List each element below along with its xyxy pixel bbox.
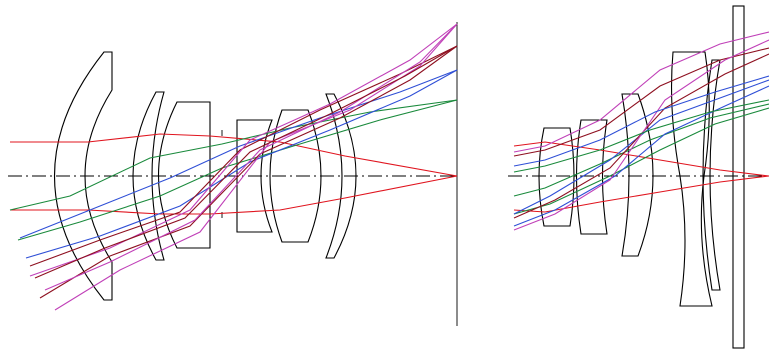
left-lens-element-4 <box>236 119 273 233</box>
left-ray-5 <box>19 69 458 239</box>
right-ray-bundle <box>513 31 769 231</box>
left-lens-element-1 <box>53 51 113 301</box>
right-lens-element-1 <box>538 127 575 227</box>
left-ray-9 <box>29 23 458 277</box>
right-ray-10 <box>513 39 769 231</box>
right-lens-system <box>508 5 769 349</box>
right-ray-7 <box>513 47 769 157</box>
right-ray-12 <box>513 75 769 167</box>
right-ray-11 <box>513 99 769 173</box>
left-ray-2 <box>10 175 458 215</box>
right-lens-element-3 <box>621 93 654 257</box>
left-lens-element-6 <box>325 93 357 259</box>
right-ray-9 <box>513 31 769 153</box>
left-ray-bundle <box>9 23 458 311</box>
right-ray-2 <box>513 175 769 213</box>
left-ray-6 <box>25 69 458 259</box>
left-ray-3 <box>9 99 458 211</box>
right-ray-1 <box>513 141 769 177</box>
right-lens-element-4 <box>671 51 713 307</box>
right-ray-8 <box>513 53 769 219</box>
left-ray-11 <box>44 23 458 291</box>
left-lens-system <box>8 22 458 326</box>
right-lens-element-2 <box>575 119 608 235</box>
right-ray-6 <box>513 85 769 227</box>
left-ray-12 <box>34 45 458 279</box>
right-ray-3 <box>513 103 769 197</box>
left-lens-element-2 <box>132 91 165 261</box>
left-lens-element-3 <box>158 101 211 249</box>
left-ray-1 <box>10 133 458 177</box>
right-lens-element-5 <box>702 59 721 291</box>
right-cover-plate <box>732 5 745 349</box>
right-ray-4 <box>513 107 769 215</box>
left-ray-8 <box>39 45 458 299</box>
